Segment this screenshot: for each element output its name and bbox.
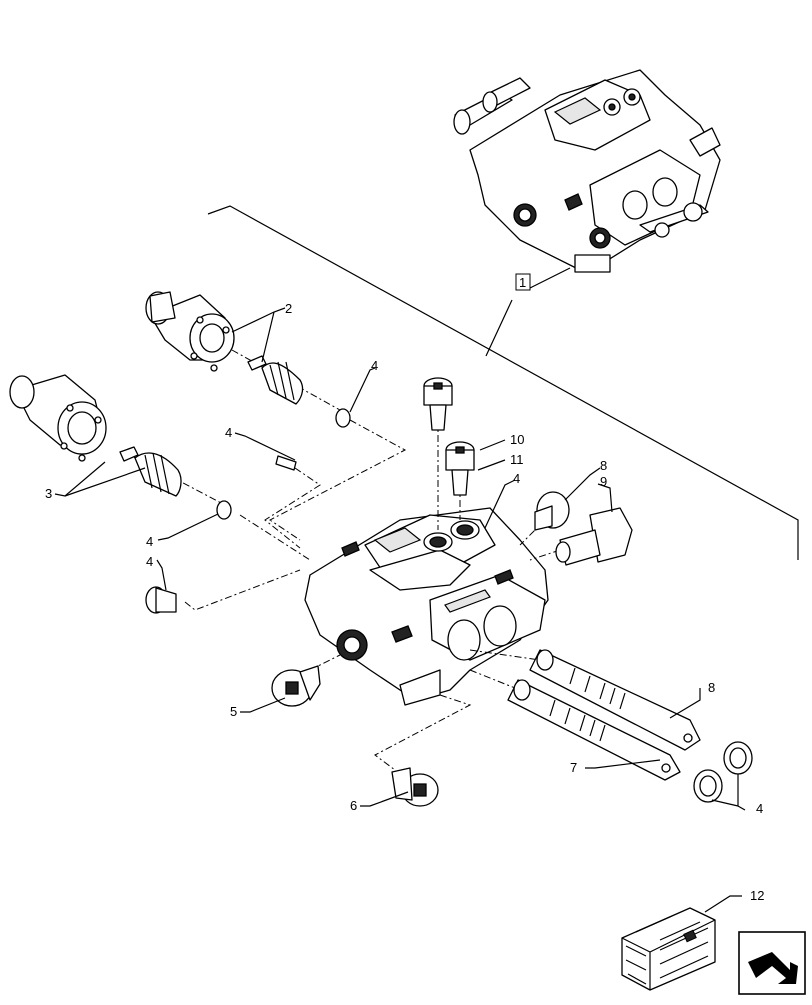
callout-8-plug[interactable]: 8 (600, 458, 607, 473)
callout-11[interactable]: 11 (510, 452, 524, 467)
callout-4-oring-middle[interactable]: 4 (146, 534, 153, 549)
spring-cap-lower (9, 374, 182, 497)
washers (693, 741, 753, 803)
callout-4-port[interactable]: 4 (513, 471, 520, 486)
callout-9[interactable]: 9 (600, 474, 607, 489)
callout-7[interactable]: 7 (570, 760, 577, 775)
callout-4-washers[interactable]: 4 (756, 801, 763, 816)
o-ring-middle (216, 500, 232, 520)
callout-4-pin[interactable]: 4 (225, 425, 232, 440)
plug-5 (271, 665, 321, 707)
spool-7 (507, 679, 681, 781)
plug-6 (391, 767, 439, 807)
group-bracket (207, 205, 799, 560)
spool-8 (529, 649, 701, 751)
callout-8-spool[interactable]: 8 (708, 680, 715, 695)
pin-small (275, 455, 297, 471)
callout-1[interactable]: 1 (515, 273, 531, 291)
plug-left (145, 586, 177, 614)
plug-8 (534, 491, 570, 531)
valve-body (304, 507, 549, 706)
return-arrow-icon[interactable] (738, 931, 806, 995)
callout-3[interactable]: 3 (45, 486, 52, 501)
callout-4-oring-upper[interactable]: 4 (371, 358, 378, 373)
callout-5[interactable]: 5 (230, 704, 237, 719)
callout-6[interactable]: 6 (350, 798, 357, 813)
spring-cap-upper (145, 291, 304, 405)
wooden-crate-icon (621, 907, 716, 991)
bolt-11 (445, 441, 475, 496)
assembled-valve-illustration (453, 69, 721, 273)
fitting-9 (555, 507, 633, 566)
callout-12[interactable]: 12 (750, 888, 764, 903)
o-ring-upper (335, 408, 351, 428)
leader-lines (54, 307, 746, 913)
bolt-10 (423, 377, 453, 431)
callout-10[interactable]: 10 (510, 432, 524, 447)
svg-text:1: 1 (519, 275, 526, 290)
callout-4-plug[interactable]: 4 (146, 554, 153, 569)
callout-2[interactable]: 2 (285, 301, 292, 316)
